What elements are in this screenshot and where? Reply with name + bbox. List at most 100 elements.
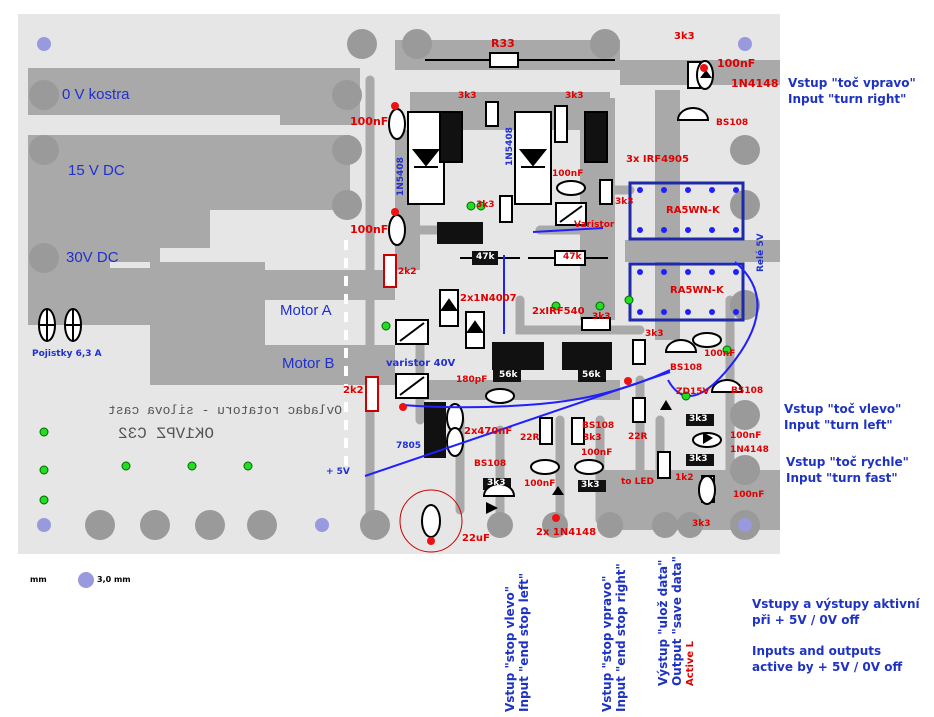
- input-fast-cz: Vstup "toč rychle": [786, 455, 909, 469]
- label-22r-a: 22R: [520, 433, 540, 443]
- label-ground: 0 V kostra: [62, 86, 130, 103]
- label-irf540: 2xIRF540: [532, 306, 585, 317]
- label-3k3-j: 3k3: [487, 478, 506, 488]
- label-1n4007: 2x1N4007: [460, 293, 517, 304]
- label-c100n-c: 100nF: [717, 57, 756, 70]
- label-1n4148-c: 2x 1N4148: [536, 527, 597, 538]
- save-data-en: Output "save data": [669, 556, 684, 686]
- label-56k-a: 56k: [499, 370, 518, 380]
- diode-1n5408-left: [407, 111, 463, 205]
- label-3k3-k: 3k3: [581, 480, 600, 490]
- label-c100n-i: 100nF: [733, 490, 765, 500]
- stop-left-label: Vstup "stop vlevo" Input "end stop left": [503, 572, 532, 712]
- label-1n5408-right: 1N5408: [505, 127, 515, 166]
- label-30v: 30V DC: [66, 249, 119, 266]
- label-to-led: to LED: [621, 477, 654, 487]
- vias-red: [391, 64, 708, 545]
- vias-blue: [637, 187, 739, 315]
- label-22u: 22uF: [462, 533, 490, 544]
- relays: [628, 181, 745, 322]
- resistor-r33: [425, 52, 615, 68]
- stop-right-cz: Vstup "stop vpravo": [600, 575, 614, 712]
- chip-resistors: [483, 370, 714, 492]
- label-3k3-a: 3k3: [458, 91, 477, 101]
- stop-left-en: Input "end stop left": [516, 572, 531, 712]
- label-c100n-d: 100nF: [552, 169, 584, 179]
- save-data-cz: Výstup "ulož data": [656, 559, 670, 686]
- label-3k3-e: 3k3: [615, 197, 634, 207]
- label-1n5408-left: 1N5408: [396, 157, 406, 196]
- save-data-active: Active L: [684, 640, 696, 686]
- active-note-en-1: Inputs and outputs: [752, 644, 882, 658]
- label-c100n-g: 100nF: [581, 448, 613, 458]
- diode-1n5408-right: [514, 111, 608, 205]
- label-3k3-c: 3k3: [674, 31, 695, 42]
- input-right-cz: Vstup "toč vpravo": [788, 76, 916, 90]
- label-1n4148-b: 1N4148: [730, 445, 769, 455]
- active-note-cz-2: při + 5V / 0V off: [752, 613, 860, 627]
- label-22r-b: 22R: [628, 432, 648, 442]
- stop-right-en: Input "end stop right": [613, 563, 628, 712]
- label-2k2-b: 2k2: [343, 385, 364, 396]
- varistors: [395, 202, 587, 399]
- fuse-holders: [38, 308, 82, 342]
- label-c100n-f: 100nF: [730, 431, 762, 441]
- diodes-1n4007: [439, 289, 485, 349]
- mirrored-title-2: OK1VPZ C32: [118, 425, 215, 443]
- resistors-47k: [460, 250, 608, 266]
- label-bs108-d: BS108: [582, 421, 615, 431]
- label-3k3-i: 3k3: [692, 519, 711, 529]
- label-7805: 7805: [396, 441, 422, 451]
- label-c100n-h: 100nF: [524, 479, 556, 489]
- label-bs108-a: BS108: [716, 118, 749, 128]
- label-plus5v: + 5V: [326, 467, 350, 477]
- label-zd15v: ZD15V: [676, 387, 710, 397]
- label-irf4905: 3x IRF4905: [626, 154, 689, 165]
- label-1n4148-a: 1N4148: [731, 77, 779, 90]
- stop-right-label: Vstup "stop vpravo" Input "end stop righ…: [600, 563, 629, 712]
- label-3k3-l: 3k3: [689, 414, 708, 424]
- label-470n: 2x470nF: [464, 426, 513, 437]
- mosfets: [424, 222, 612, 458]
- label-c100n-a: 100nF: [350, 115, 389, 128]
- hole-legend: 3,0 mm: [97, 575, 131, 584]
- label-relay-2: RA5WN-K: [670, 285, 724, 296]
- label-3k3-m: 3k3: [689, 454, 708, 464]
- label-c100n-e: 100nF: [704, 349, 736, 359]
- bs108-transistors: [482, 107, 744, 497]
- capacitors: [388, 60, 722, 538]
- label-1k2: 1k2: [675, 473, 694, 483]
- small-resistors: [365, 61, 715, 503]
- hole-prefix: mm: [30, 575, 47, 584]
- active-note-en-2: active by + 5V / 0V off: [752, 660, 903, 674]
- input-right-en: Input "turn right": [788, 92, 907, 106]
- input-left-cz: Vstup "toč vlevo": [784, 402, 902, 416]
- active-note-cz-1: Vstupy a výstupy aktivní: [752, 597, 920, 611]
- large-pads: [29, 29, 760, 540]
- label-relay-1: RA5WN-K: [666, 205, 720, 216]
- label-3k3-h: 3k3: [583, 433, 602, 443]
- c22u-outline: [399, 489, 463, 553]
- label-2k2-a: 2k2: [398, 267, 417, 277]
- label-bs108-b: BS108: [670, 363, 703, 373]
- label-3k3-d: 3k3: [476, 200, 495, 210]
- mirrored-title-1: Ovladac rotatoru - silova cast: [108, 403, 343, 418]
- jumper-wires: [364, 227, 759, 477]
- vias-green: [39, 201, 732, 505]
- label-47k-b: 47k: [563, 252, 582, 262]
- label-3k3-g: 3k3: [645, 329, 664, 339]
- input-left-en: Input "turn left": [784, 418, 893, 432]
- label-3k3-f: 3k3: [592, 312, 611, 322]
- label-bs108-e: BS108: [474, 459, 507, 469]
- label-180p: 180pF: [456, 375, 488, 385]
- label-47k-a: 47k: [476, 252, 495, 262]
- label-relay-coil: Relé 5V: [756, 233, 766, 272]
- label-56k-b: 56k: [582, 370, 601, 380]
- label-15v: 15 V DC: [68, 162, 125, 179]
- small-diodes: [486, 70, 713, 514]
- label-r33: R33: [491, 37, 515, 50]
- input-fast-en: Input "turn fast": [786, 471, 898, 485]
- label-3k3-b: 3k3: [565, 91, 584, 101]
- label-fuses: Pojistky 6,3 A: [32, 349, 102, 359]
